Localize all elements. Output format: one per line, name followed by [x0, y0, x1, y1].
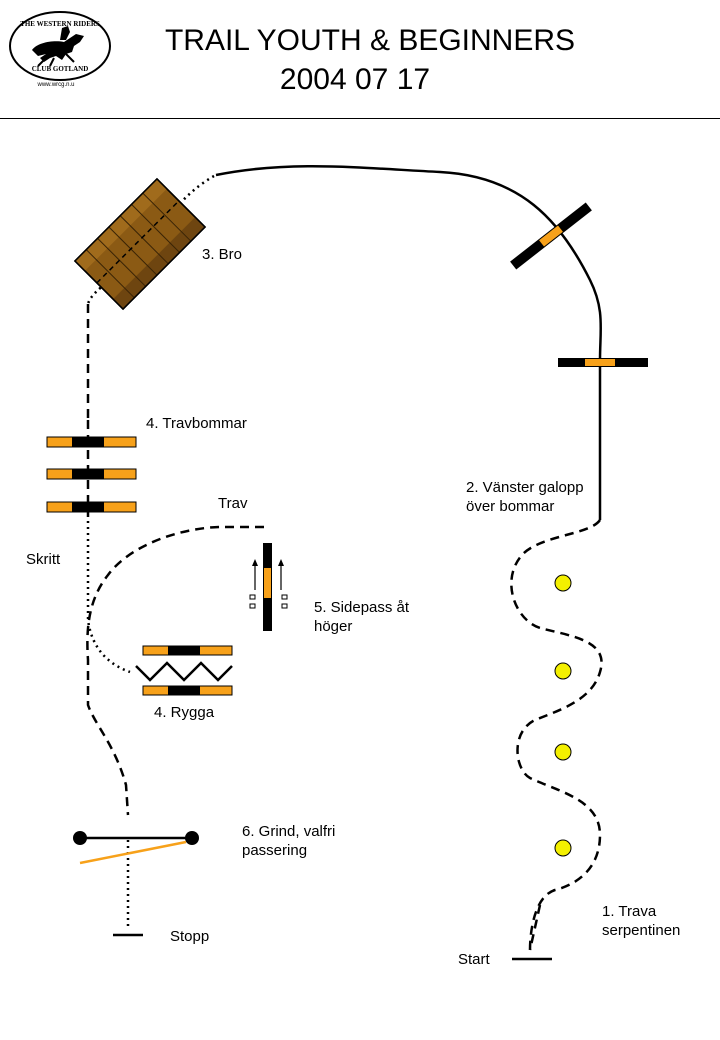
route-solid-top: [215, 165, 603, 520]
gate-obstacle: [73, 831, 199, 865]
label-trav: Trav: [218, 495, 248, 512]
sidepass-pole: [249, 543, 288, 631]
club-logo: THE WESTERN RIDERS CLUB GOTLAND www.wrcg…: [9, 11, 111, 88]
route-serpentine: [510, 519, 603, 951]
rygga-obstacle: [135, 645, 233, 696]
cone-1: [554, 574, 572, 592]
logo-bottom-text: CLUB GOTLAND: [32, 65, 89, 73]
cone-2: [554, 662, 572, 680]
route-left-dotted: [86, 279, 111, 305]
diagonal-pole: [510, 202, 592, 270]
hoof-prints-right: [281, 594, 288, 609]
route-start-dashed: [528, 904, 542, 951]
logo-url: www.wrcg.n.u: [36, 82, 74, 88]
serpentine-cones: [554, 574, 572, 857]
trot-pole-2: [46, 468, 137, 480]
label-start: Start: [458, 951, 490, 968]
horse-rider-icon: [32, 26, 84, 67]
logo-top-text: THE WESTERN RIDERS: [20, 20, 100, 28]
label-travbommar: 4. Travbommar: [146, 415, 247, 432]
label-stopp: Stopp: [170, 928, 210, 945]
trot-pole-1: [46, 436, 137, 448]
label-trava-serpentinen: 1. Trava serpentinen: [602, 903, 681, 939]
hoof-prints-left: [249, 594, 256, 609]
travbommar-poles: [46, 436, 137, 513]
cone-4: [554, 839, 572, 857]
page-date: 2004 07 17: [279, 63, 431, 96]
label-bro: 3. Bro: [202, 246, 243, 263]
route-dotted-top: [179, 174, 215, 205]
header-divider: [0, 118, 720, 119]
horizontal-pole-right: [558, 358, 648, 367]
trot-pole-3: [46, 501, 137, 513]
bridge-obstacle: [73, 177, 207, 311]
label-grind: 6. Grind, valfri passering: [242, 823, 336, 859]
route-trav-dashed: [86, 525, 264, 816]
page-title: TRAIL YOUTH & BEGINNERS: [164, 24, 576, 57]
label-rygga: 4. Rygga: [154, 704, 215, 721]
label-sidepass: 5. Sidepass åt höger: [314, 599, 410, 635]
label-vanster-galopp: 2. Vänster galopp över bommar: [466, 479, 584, 515]
label-skritt: Skritt: [26, 551, 61, 568]
cone-3: [554, 743, 572, 761]
route-skritt-dotted: [86, 515, 131, 674]
